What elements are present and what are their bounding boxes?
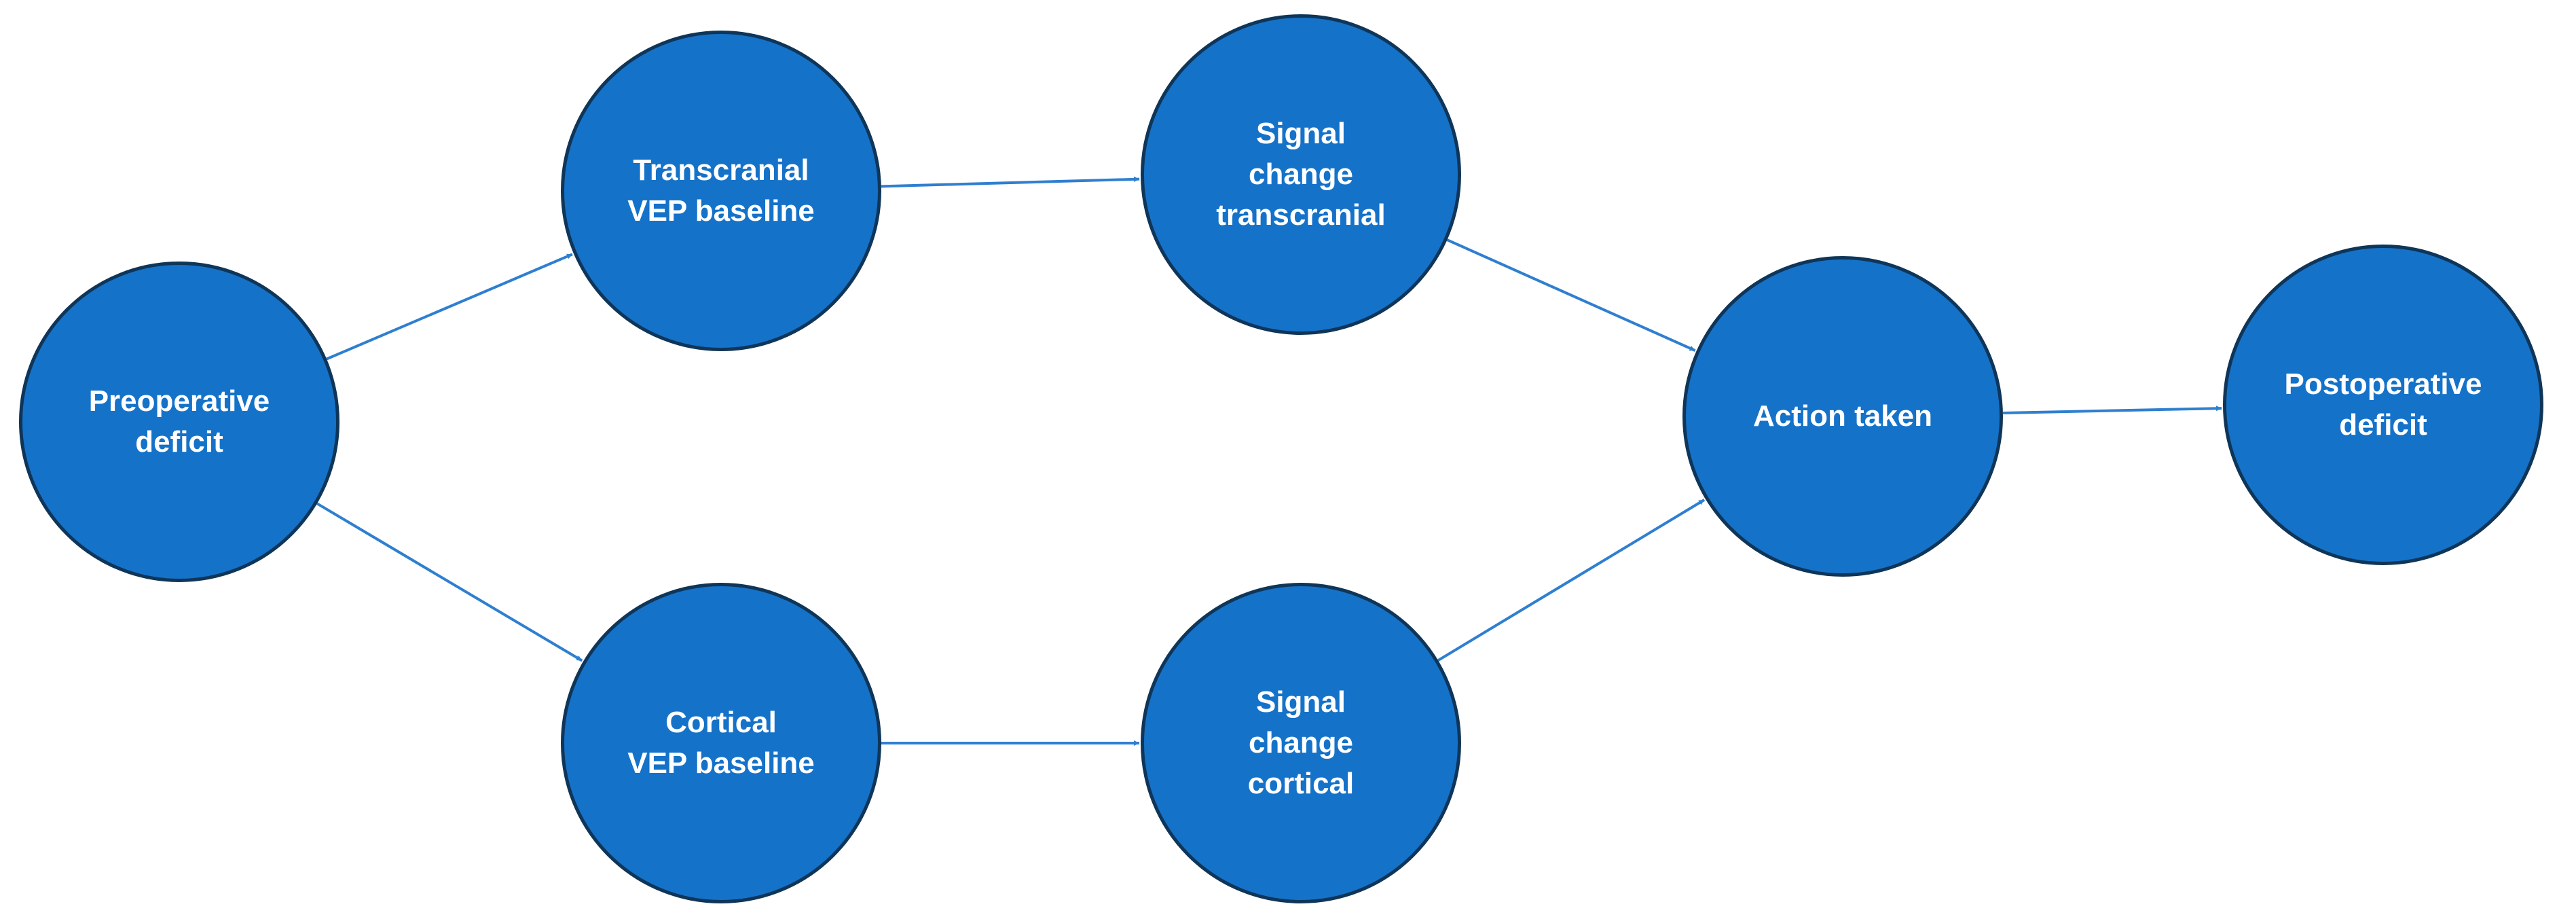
node-cortical-vep-baseline: Cortical VEP baseline (561, 583, 881, 903)
edge-signal_cortical-to-action_taken (1437, 499, 1706, 662)
edge-signal_transcranial-to-action_taken (1446, 238, 1696, 352)
node-signal-change-cortical: Signal change cortical (1141, 583, 1461, 903)
node-signal-change-transcranial: Signal change transcranial (1141, 14, 1461, 335)
node-transcranial-vep-baseline-label: Transcranial VEP baseline (627, 154, 815, 228)
node-signal-change-cortical-label: Signal change cortical (1247, 685, 1355, 800)
node-postoperative-deficit: Postoperative deficit (2223, 245, 2543, 565)
node-action-taken: Action taken (1682, 256, 2003, 577)
node-signal-change-transcranial-label: Signal change transcranial (1216, 117, 1386, 232)
edge-transcranial_baseline-to-signal_transcranial (881, 176, 1140, 188)
edge-preoperative-to-transcranial_baseline (326, 253, 573, 361)
node-action-taken-label: Action taken (1752, 399, 1933, 433)
node-transcranial-vep-baseline: Transcranial VEP baseline (561, 31, 881, 351)
edge-action_taken-to-postoperative (2002, 406, 2222, 414)
node-postoperative-deficit-label: Postoperative deficit (2284, 367, 2482, 442)
node-preoperative-deficit: Preoperative deficit (19, 262, 339, 582)
node-preoperative-deficit-label: Preoperative deficit (88, 384, 270, 458)
node-cortical-vep-baseline-label: Cortical VEP baseline (627, 706, 815, 780)
edge-preoperative-to-cortical_baseline (316, 502, 583, 662)
